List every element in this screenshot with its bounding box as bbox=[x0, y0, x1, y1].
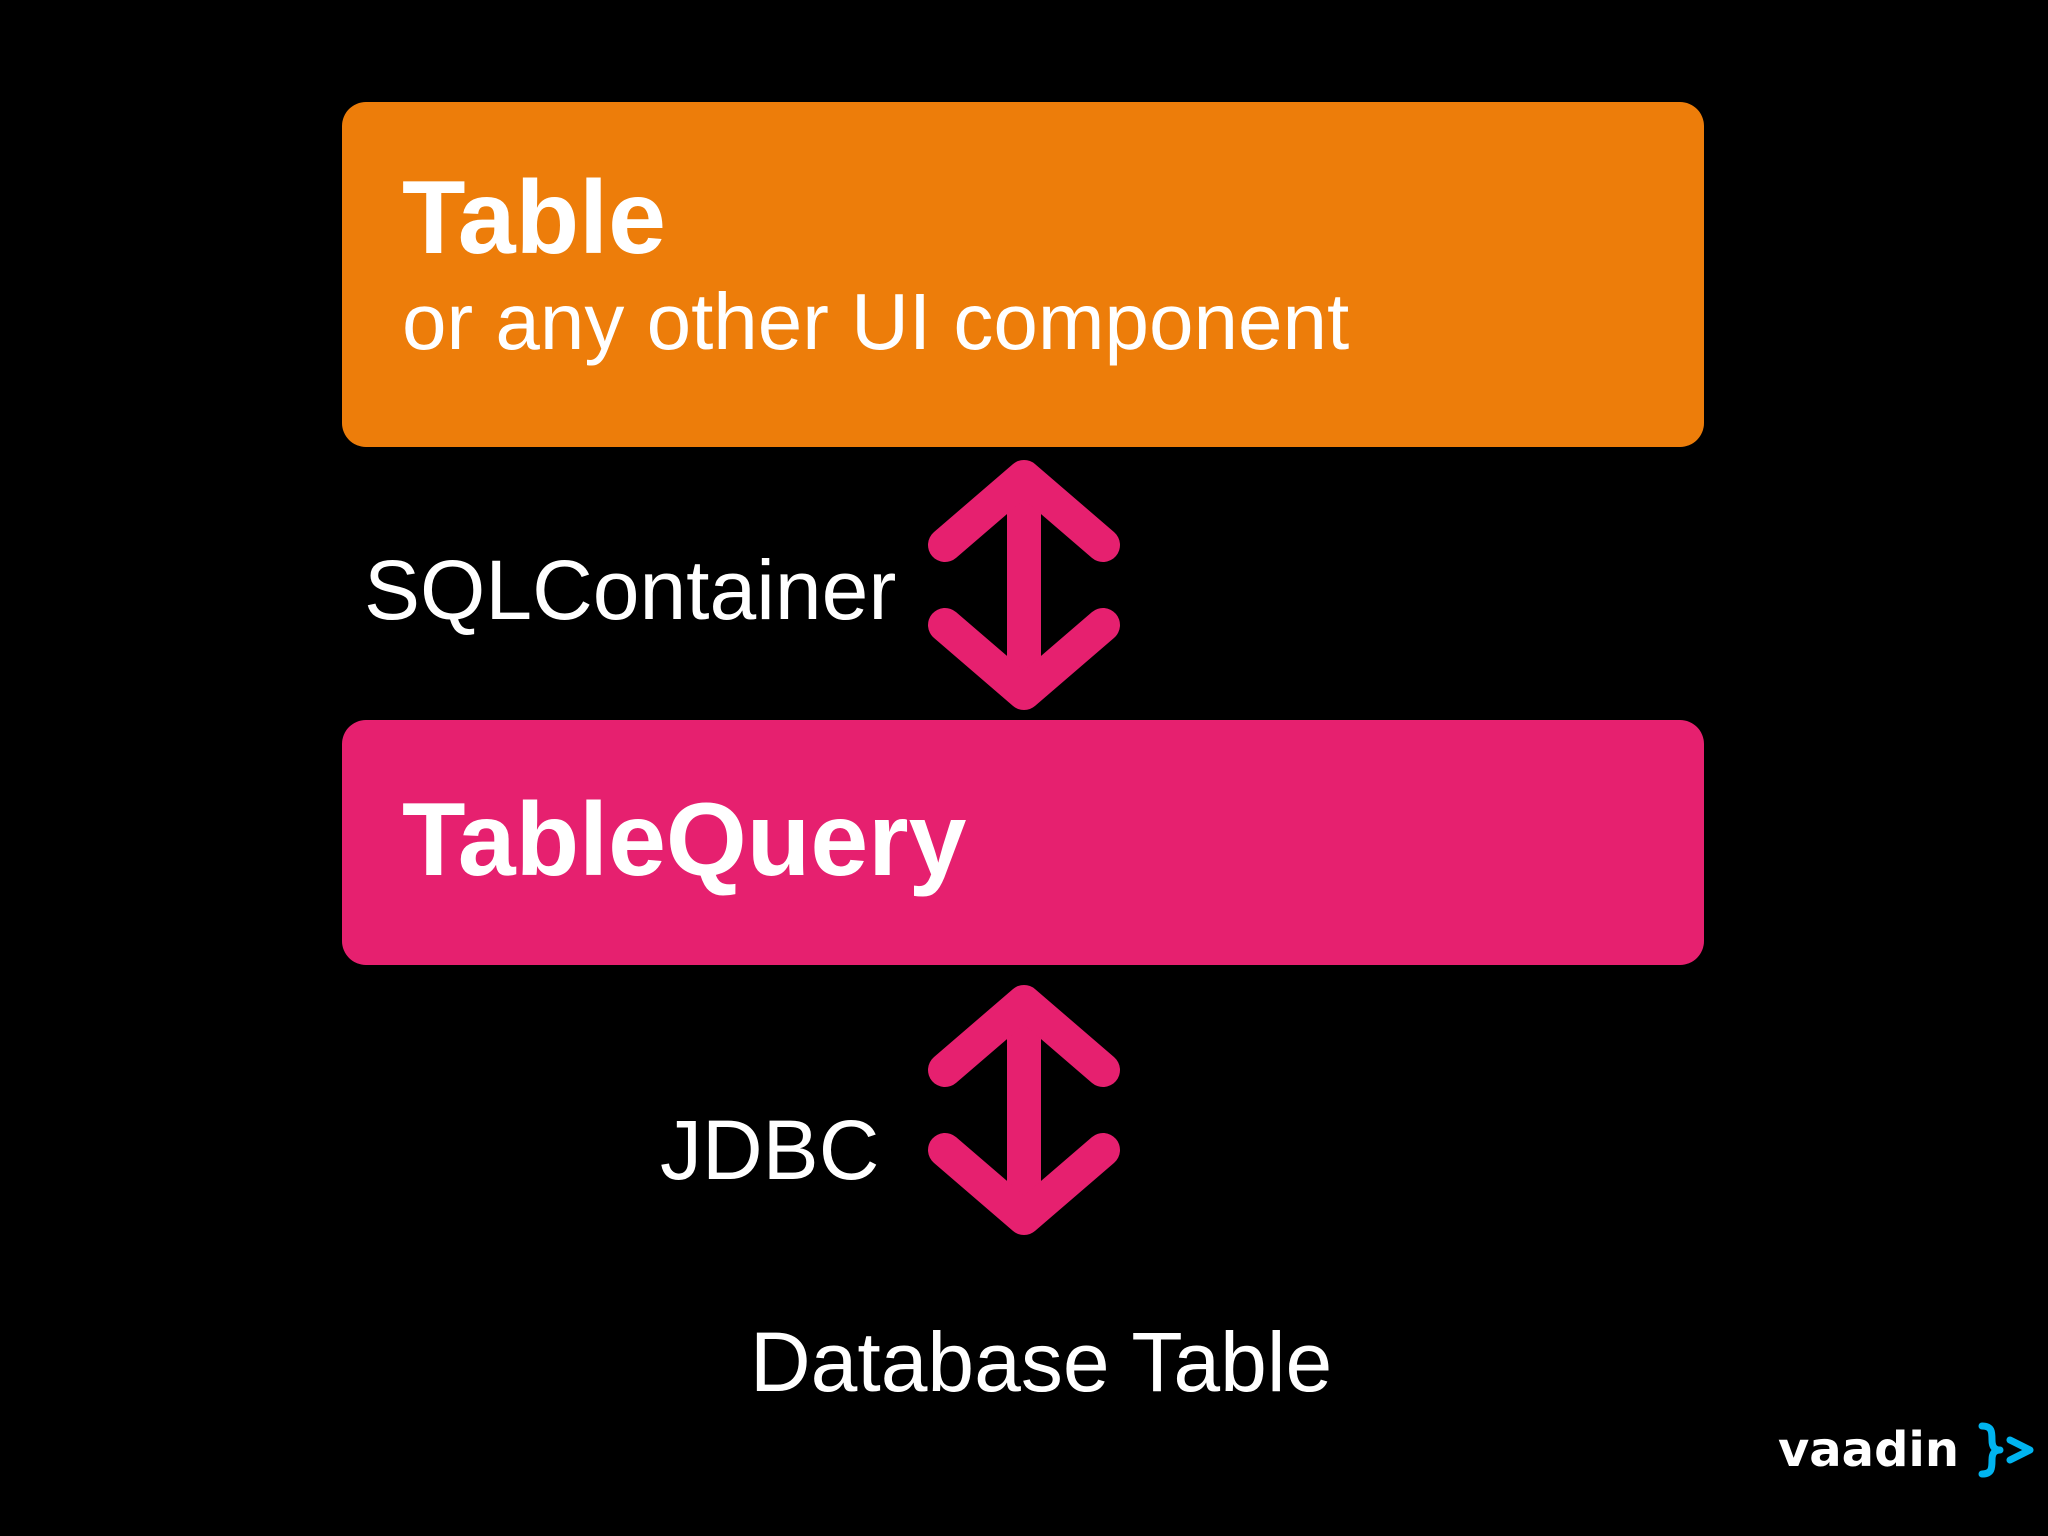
tablequery-box: TableQuery bbox=[342, 720, 1704, 965]
database-table-label: Database Table bbox=[750, 1315, 1333, 1409]
vaadin-logo: vaadin bbox=[1778, 1422, 2038, 1482]
jdbc-label: JDBC bbox=[660, 1103, 880, 1197]
tablequery-box-title: TableQuery bbox=[402, 782, 967, 898]
vaadin-logo-wordmark: vaadin bbox=[1778, 1422, 1960, 1478]
double-arrow-vertical-icon bbox=[928, 985, 1120, 1235]
ui-box-title: Table bbox=[402, 160, 666, 276]
sqlcontainer-label: SQLContainer bbox=[364, 543, 897, 637]
double-arrow-vertical-icon bbox=[928, 460, 1120, 710]
ui-component-box: Table or any other UI component bbox=[342, 102, 1704, 447]
ui-box-subtitle: or any other UI component bbox=[402, 277, 1350, 366]
vaadin-bracket-icon bbox=[1978, 1422, 2034, 1478]
